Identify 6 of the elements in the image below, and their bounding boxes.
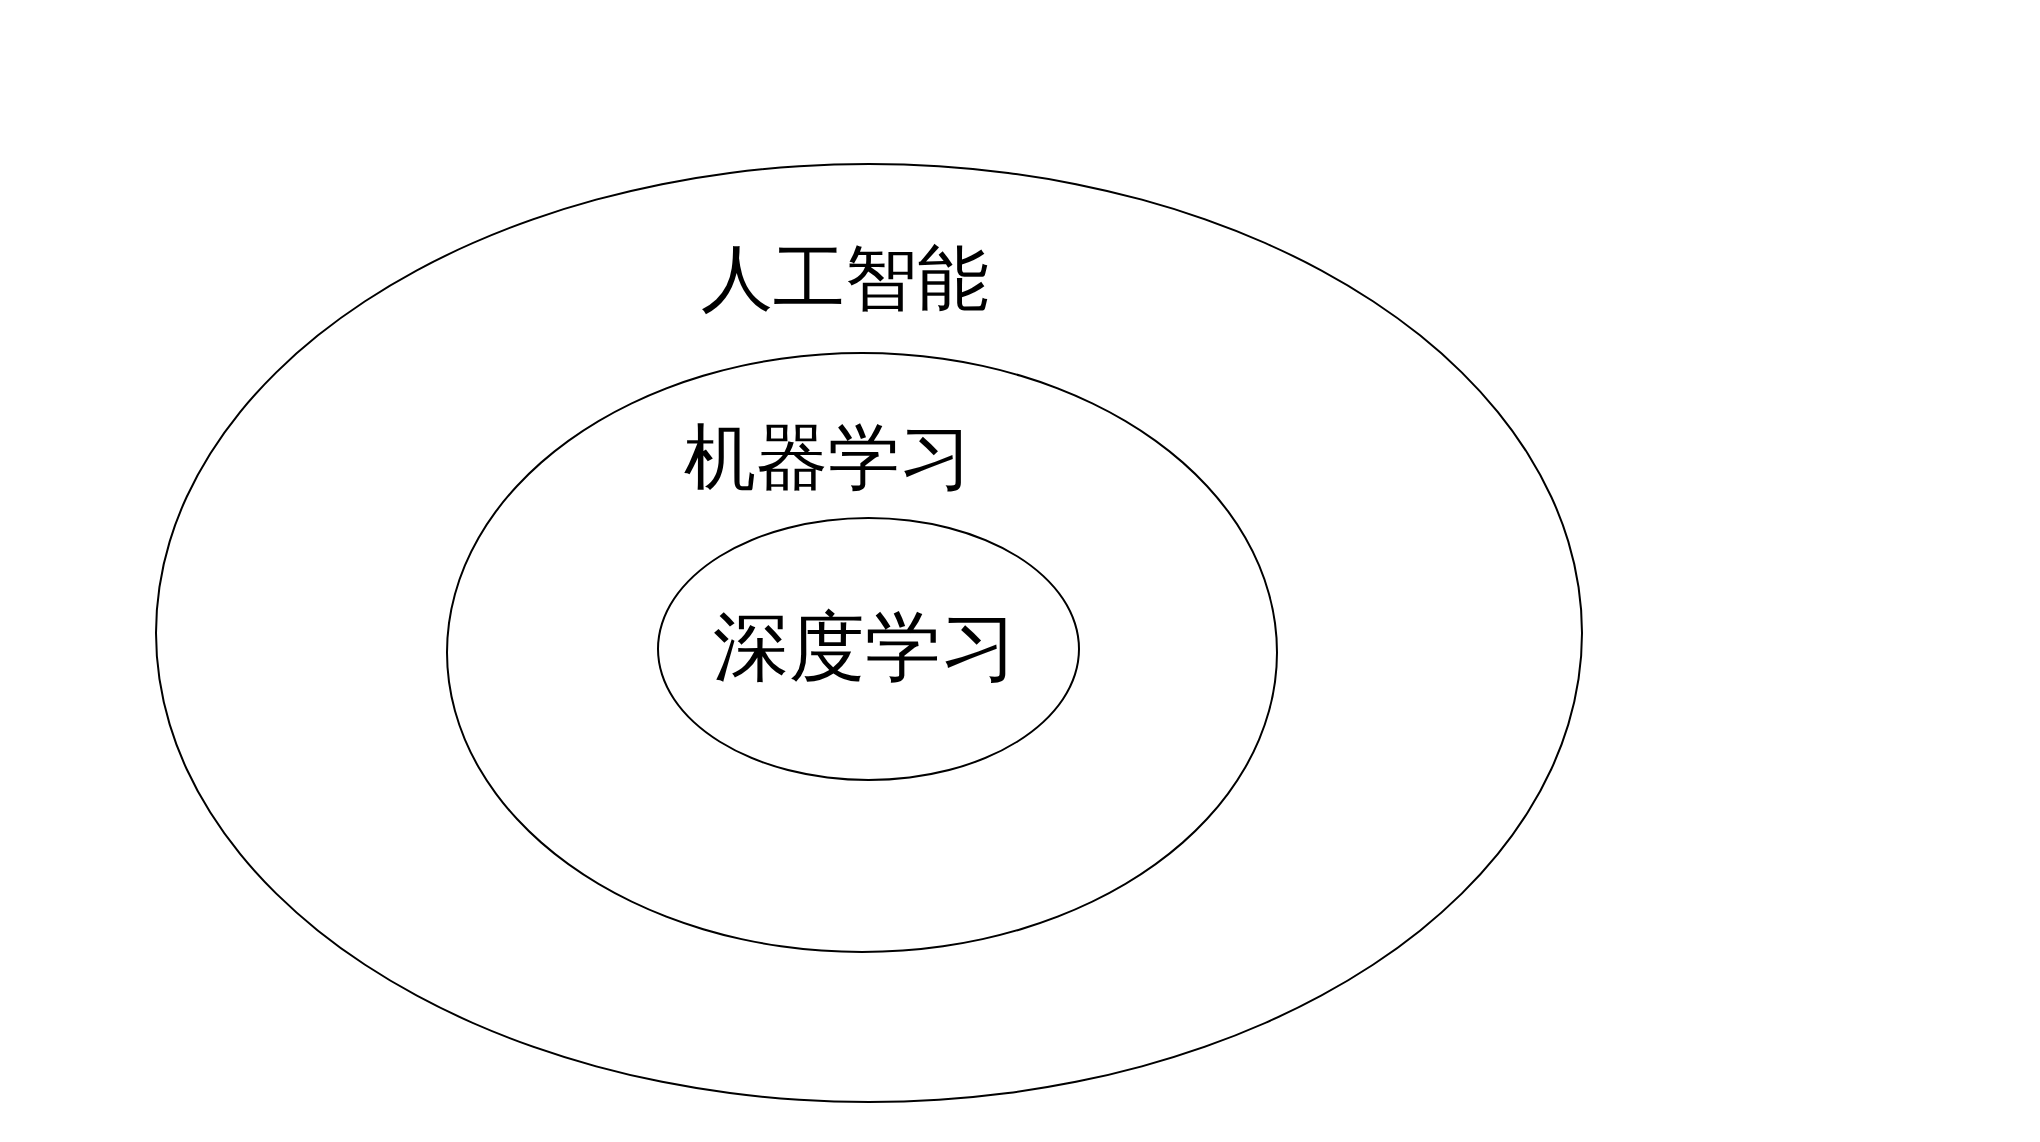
outer-ellipse: [155, 163, 1583, 1103]
inner-ellipse: [657, 517, 1080, 781]
ellipse-label: 人工智能: [701, 242, 989, 314]
ellipse-label: 机器学习: [684, 421, 972, 493]
ellipse-label: 深度学习: [713, 609, 1017, 685]
middle-ellipse: [446, 352, 1278, 953]
